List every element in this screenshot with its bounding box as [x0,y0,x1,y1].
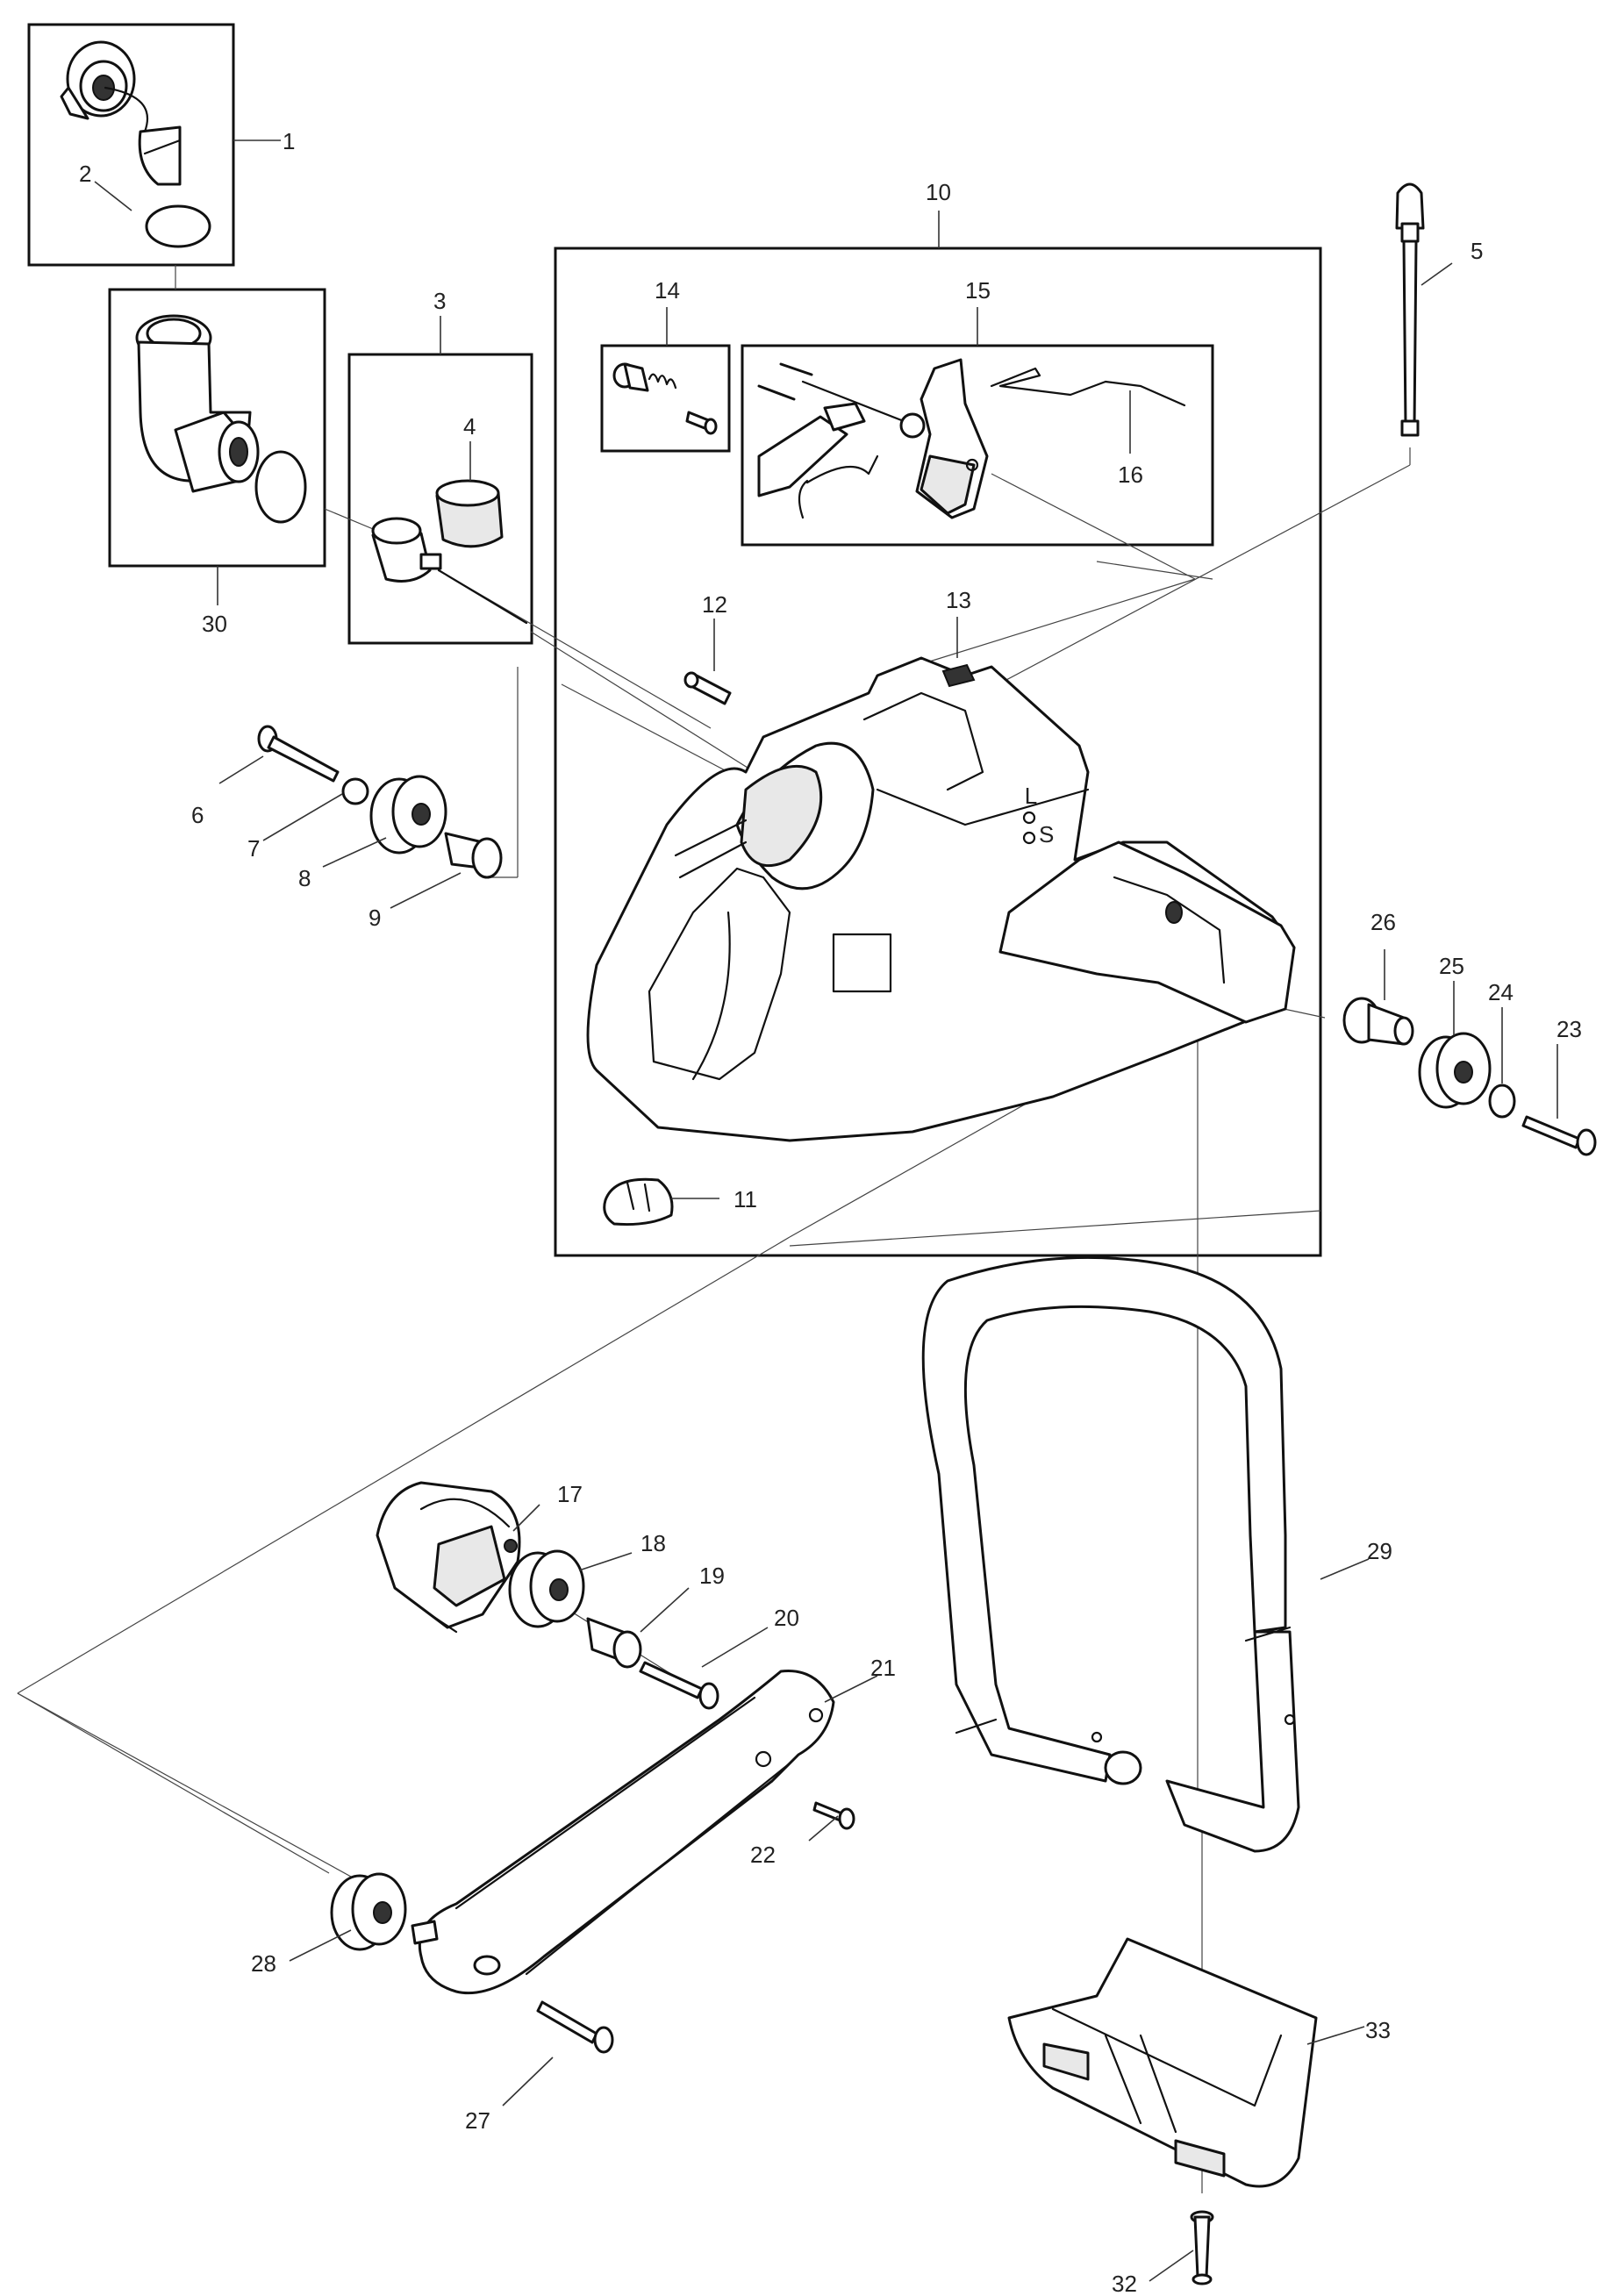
part-16-spring-wire [990,367,1186,407]
part-11-grip-pad [603,1177,674,1227]
part-19-collar [586,1617,642,1669]
part-3-fuel-filter-body [371,517,528,625]
callout-2: 2 [79,161,91,187]
part-26-collar [1342,997,1414,1046]
callout-labels: 1 2 3 4 5 6 7 8 9 10 11 12 13 14 15 16 1… [79,128,1582,2296]
part-15-trigger-assembly [757,358,989,519]
callout-27: 27 [465,2107,490,2134]
part-27-bolt [536,2000,614,2054]
part-30-oring [254,450,307,524]
callout-24: 24 [1488,979,1514,1005]
callout-16: 16 [1118,461,1143,488]
callout-19: 19 [699,1563,725,1589]
callout-33: 33 [1365,2017,1391,2043]
part-24-washer [1488,1084,1516,1119]
part-17-mount-bracket [376,1481,521,1634]
callout-21: 21 [870,1655,896,1681]
callout-26: 26 [1370,909,1396,935]
part-1-fuel-cap [60,40,182,186]
part-32-screw [1190,2210,1214,2285]
part-5-fuel-line [1395,182,1425,437]
part-4-filter-element [435,479,504,548]
callout-1: 1 [283,128,295,154]
callout-20: 20 [774,1605,799,1631]
part-33-hand-guard [1007,1937,1318,2188]
callout-30: 30 [202,611,227,637]
callout-4: 4 [463,413,476,440]
callout-25: 25 [1439,953,1464,979]
callout-6: 6 [191,802,204,828]
callout-11: 11 [734,1186,757,1212]
part-2-oring [145,204,211,248]
callout-14: 14 [655,277,680,304]
callout-leader-lines [94,139,1558,2282]
callout-28: 28 [251,1950,276,1977]
callout-13: 13 [946,587,971,613]
box-part-1 [27,23,235,267]
marking-l: L [1025,783,1037,809]
part-8-damper [369,775,447,855]
callout-9: 9 [369,905,381,931]
callout-18: 18 [640,1530,666,1556]
part-25-damper [1418,1032,1492,1109]
part-13-block [941,663,976,688]
assembly-guide-lines [17,265,1411,2193]
callout-5: 5 [1471,238,1483,264]
part-23-bolt [1521,1115,1597,1156]
callout-7: 7 [247,835,260,862]
part-20-bolt [639,1661,719,1710]
part-12-pin [683,671,732,705]
callout-10: 10 [926,179,951,205]
callout-22: 22 [750,1842,776,1868]
part-29-front-handle-bar [921,1255,1300,1853]
callout-17: 17 [557,1481,583,1507]
box-part-14 [600,344,731,453]
marking-s: S [1039,821,1054,848]
callout-12: 12 [702,591,727,618]
part-22-screw [812,1801,855,1830]
part-21-front-handle-bracket [411,1669,835,1995]
part-14-detent-parts [612,362,718,435]
callout-15: 15 [965,277,991,304]
part-7-washer [341,777,369,805]
callout-32: 32 [1112,2271,1137,2296]
part-10-rear-handle-housing: L S [586,656,1296,1142]
part-9-collar [444,832,503,879]
part-28-damper [330,1872,407,1951]
callout-29: 29 [1367,1538,1392,1564]
callout-23: 23 [1556,1016,1582,1042]
callout-8: 8 [298,865,311,891]
part-18-damper [508,1549,585,1628]
part-6-bolt [257,725,340,783]
part-30-elbow-fitting [135,314,260,493]
callout-3: 3 [433,288,446,314]
box-part-10 [554,247,1322,1257]
